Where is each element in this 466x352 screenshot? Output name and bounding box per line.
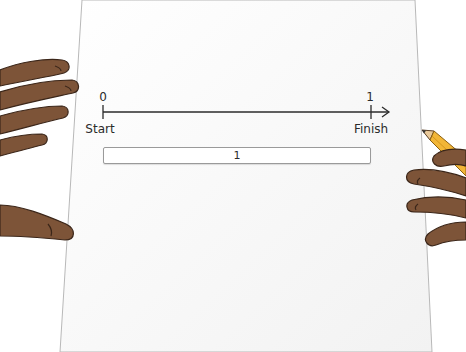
fraction-strip: 1 [103, 147, 371, 164]
left-hand [0, 59, 79, 240]
start-label: Start [85, 123, 114, 135]
tick-value: 1 [366, 91, 374, 103]
tick-value: 0 [99, 91, 107, 103]
right-hand [407, 149, 466, 245]
strip-label: 1 [234, 150, 241, 161]
finish-label: Finish [354, 123, 388, 135]
number-line [103, 105, 389, 119]
paper-sheet [60, 0, 432, 352]
